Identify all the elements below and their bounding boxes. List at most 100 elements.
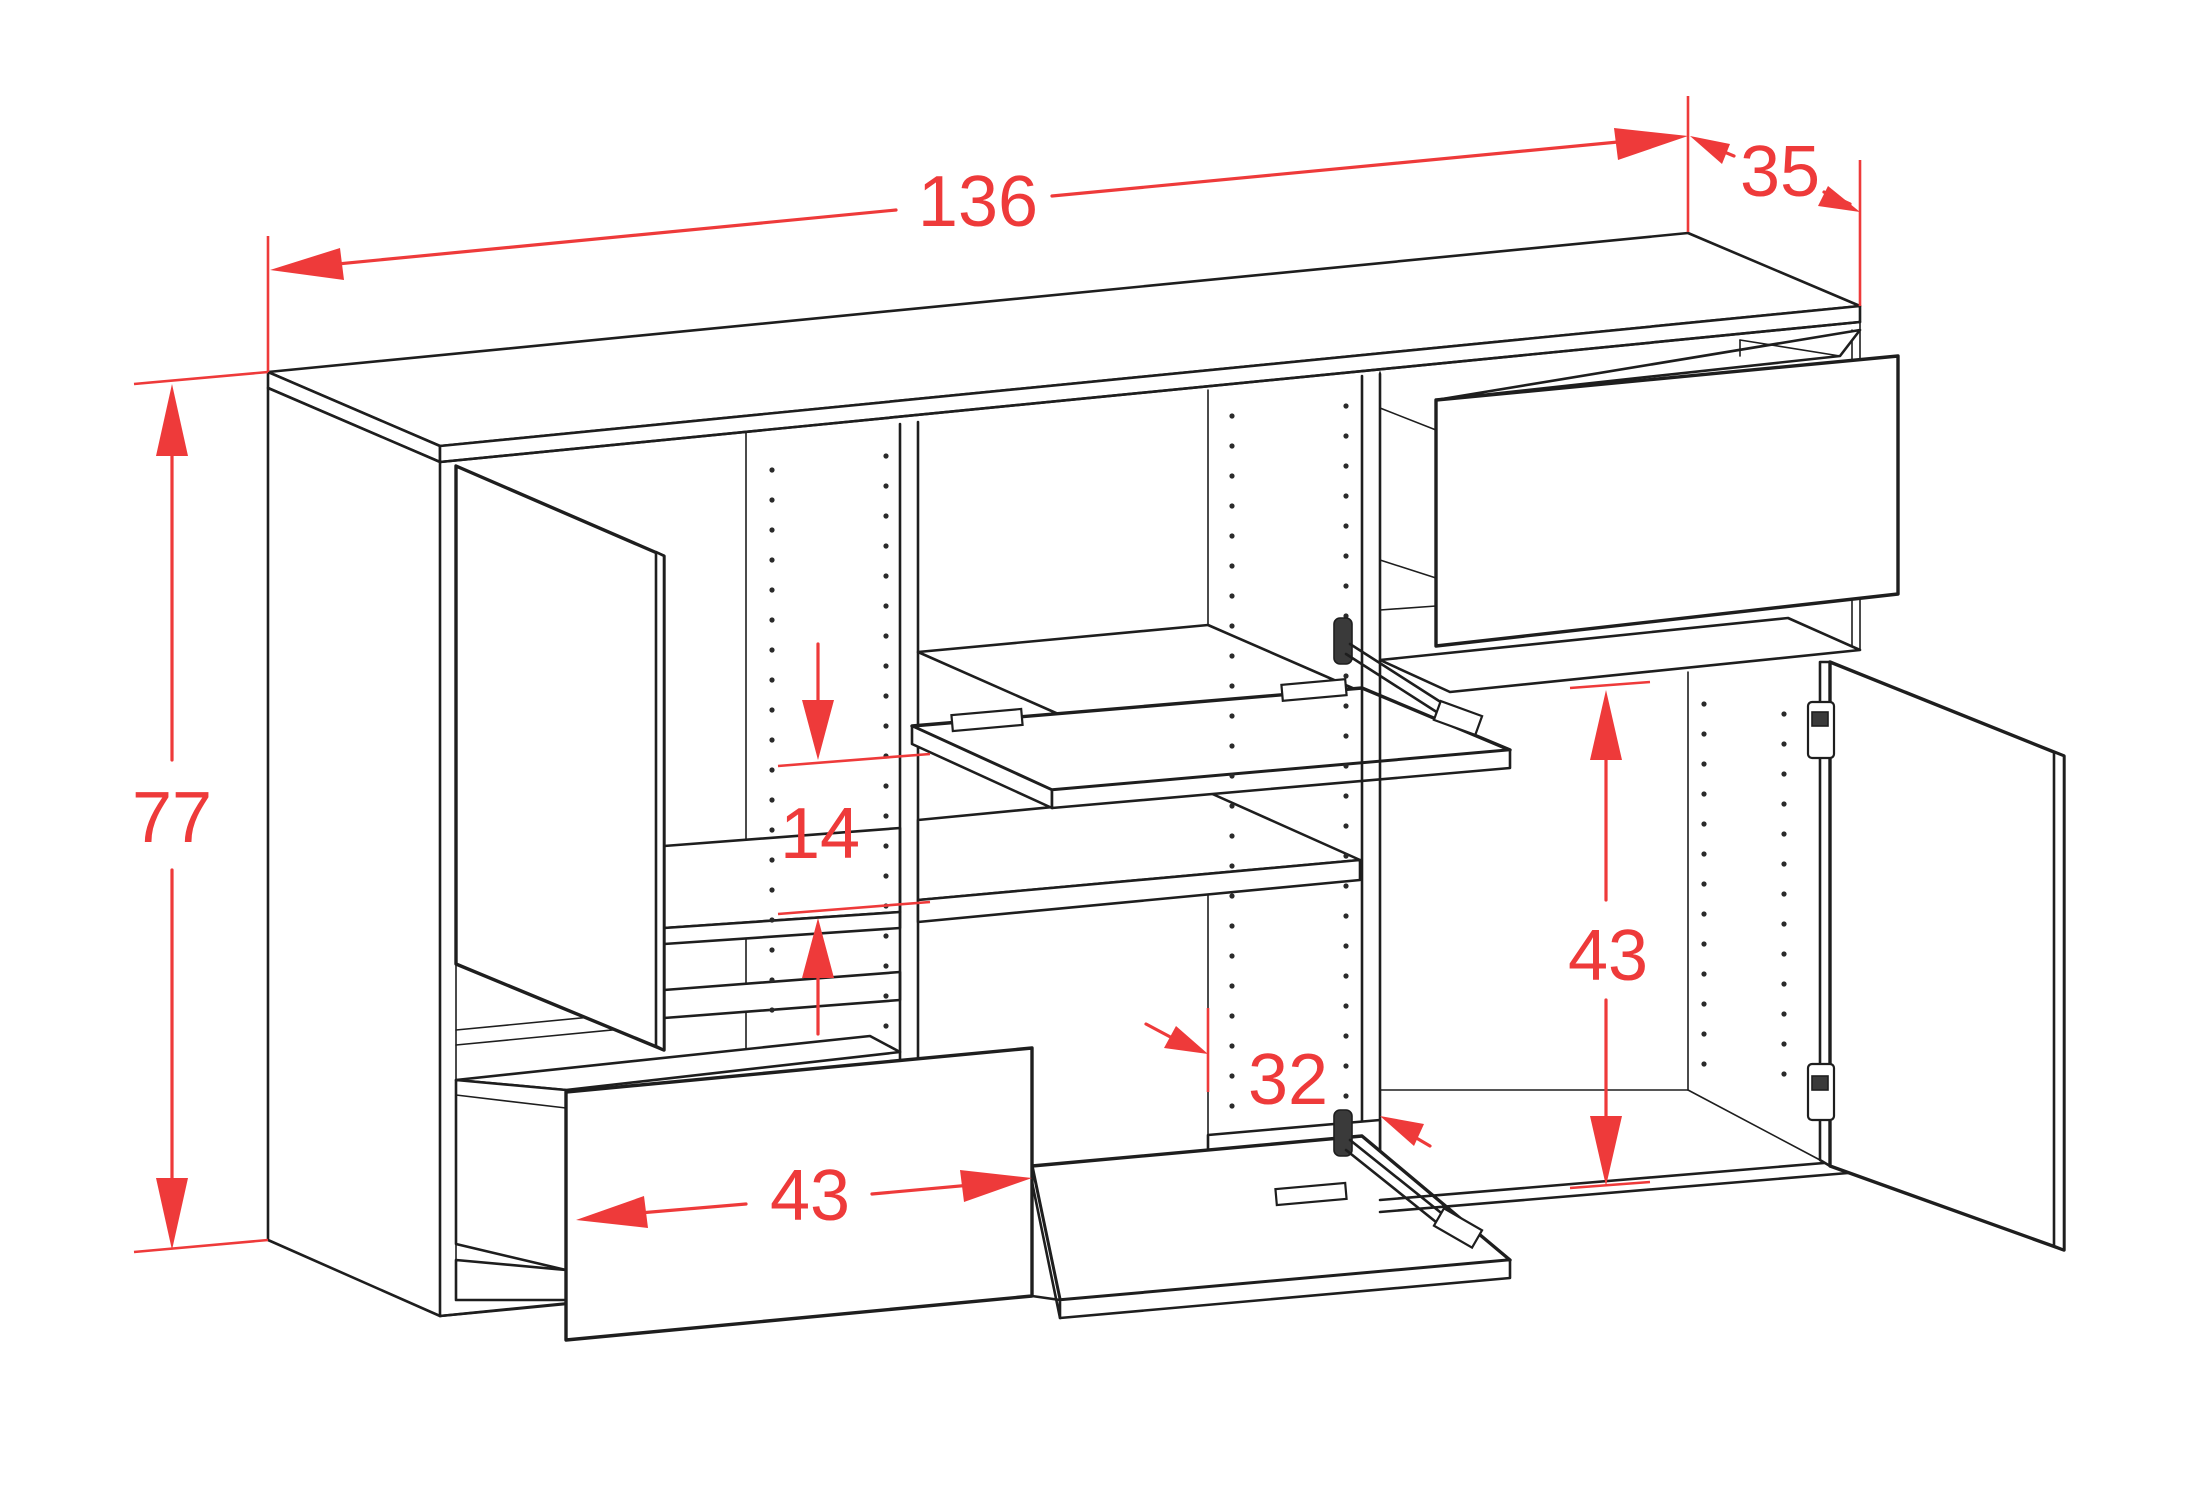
right-open-door [1818, 660, 2066, 1252]
shelf-pin-hole [883, 843, 889, 849]
width-label: 136 [918, 162, 1038, 242]
shelf-pin-hole [1229, 743, 1235, 749]
shelf-pin-hole [883, 633, 889, 639]
shelf-pin-hole [883, 573, 889, 579]
shelf-pin-hole [1229, 1073, 1235, 1079]
shelf-pin-hole [1781, 771, 1787, 777]
shelf-pin-hole [1701, 821, 1707, 827]
shelf-pin-hole [1701, 1001, 1707, 1007]
bottom-left-drawer [454, 1034, 1034, 1342]
shelf-pin-hole [1229, 923, 1235, 929]
shelf-pin-hole [883, 993, 889, 999]
height-label: 77 [132, 778, 212, 858]
shelf-pin-hole [1229, 1043, 1235, 1049]
shelf-pin-hole [1343, 703, 1349, 709]
shelf-pin-hole [1229, 503, 1235, 509]
shelf-pin-hole [1229, 863, 1235, 869]
compartment-gap-label: 14 [780, 794, 860, 874]
dimension-depth: 35 [1690, 132, 1862, 306]
shelf-pin-hole [769, 827, 775, 833]
shelf-pin-hole [883, 873, 889, 879]
shelf-pin-hole [1701, 911, 1707, 917]
shelf-pin-hole [883, 663, 889, 669]
shelf-pin-hole [1701, 1031, 1707, 1037]
shelf-pin-hole [1229, 803, 1235, 809]
shelf-pin-hole [769, 707, 775, 713]
shelf-pin-hole [883, 933, 889, 939]
shelf-pin-hole [769, 557, 775, 563]
flap-opening-label: 32 [1248, 1040, 1328, 1120]
shelf-pin-hole [883, 603, 889, 609]
shelf-pin-hole [769, 887, 775, 893]
shelf-pin-hole [769, 947, 775, 953]
flap-hardware-lower [1274, 1109, 1484, 1250]
shelf-pin-hole [1229, 1103, 1235, 1109]
shelf-pin-hole [769, 467, 775, 473]
shelf-pin-hole [883, 453, 889, 459]
dimension-compartment-gap: 14 [777, 642, 931, 1036]
shelf-pin-hole [1343, 793, 1349, 799]
shelf-pin-hole [1781, 981, 1787, 987]
shelf-pin-hole [1701, 761, 1707, 767]
shelf-pin-hole [1229, 563, 1235, 569]
left-open-door [454, 464, 666, 1052]
shelf-pin-hole [769, 497, 775, 503]
shelf-pin-hole [1781, 831, 1787, 837]
shelf-pin-hole [1229, 653, 1235, 659]
shelf-pin-hole [769, 587, 775, 593]
shelf-pin-hole [1781, 1041, 1787, 1047]
shelf-pin-hole [1781, 861, 1787, 867]
shelf-pin-hole [1229, 533, 1235, 539]
flap-hardware-upper [950, 617, 1484, 737]
shelf-pin-hole [1343, 493, 1349, 499]
dimension-drawer-width: 43 [576, 1156, 1032, 1236]
shelf-pin-hole [1343, 433, 1349, 439]
shelf-pin-hole [1343, 853, 1349, 859]
shelf-pin-hole [1343, 973, 1349, 979]
shelf-pin-hole [883, 813, 889, 819]
shelf-pin-hole [883, 693, 889, 699]
shelf-pin-hole [769, 977, 775, 983]
shelf-pin-hole [1343, 763, 1349, 769]
shelf-pin-hole [1781, 711, 1787, 717]
shelf-pin-hole [1701, 971, 1707, 977]
shelf-pin-hole [1781, 951, 1787, 957]
shelf-pin-hole [1343, 523, 1349, 529]
shelf-pin-hole [1229, 773, 1235, 779]
shelf-pin-hole [769, 917, 775, 923]
shelf-pin-hole [1701, 881, 1707, 887]
dimension-width: 136 [266, 96, 1690, 372]
shelf-pin-hole [883, 723, 889, 729]
shelf-pin-hole [1229, 443, 1235, 449]
shelf-pin-hole [1781, 1071, 1787, 1077]
shelf-pin-hole [1343, 583, 1349, 589]
shelf-pin-hole [883, 543, 889, 549]
shelf-pin-hole [1781, 921, 1787, 927]
shelf-pin-hole [1229, 1013, 1235, 1019]
depth-label: 35 [1740, 132, 1820, 212]
shelf-pin-hole [1343, 1063, 1349, 1069]
shelf-pin-hole [1701, 731, 1707, 737]
shelf-pin-hole [1343, 403, 1349, 409]
shelf-pin-hole [883, 1023, 889, 1029]
shelf-pin-hole [769, 617, 775, 623]
right-top-drawer [1434, 328, 1900, 648]
shelf-pin-hole [1701, 791, 1707, 797]
shelf-pin-hole [1229, 593, 1235, 599]
dimension-height: 77 [132, 370, 269, 1254]
shelf-pin-hole [1343, 733, 1349, 739]
shelf-pin-hole [1781, 1011, 1787, 1017]
shelf-pin-hole [1229, 683, 1235, 689]
dimension-flap-opening: 32 [1144, 1008, 1432, 1148]
shelf-pin-hole [1343, 463, 1349, 469]
door-hinges [1806, 700, 1836, 1122]
shelf-pin-hole [1343, 673, 1349, 679]
dimension-door-compartment-height: 43 [1568, 680, 1651, 1190]
shelf-pin-holes [769, 403, 1787, 1129]
shelf-pin-hole [769, 857, 775, 863]
shelf-pin-hole [769, 737, 775, 743]
carcass-bottom [438, 1294, 1062, 1318]
shelf-pin-hole [769, 647, 775, 653]
